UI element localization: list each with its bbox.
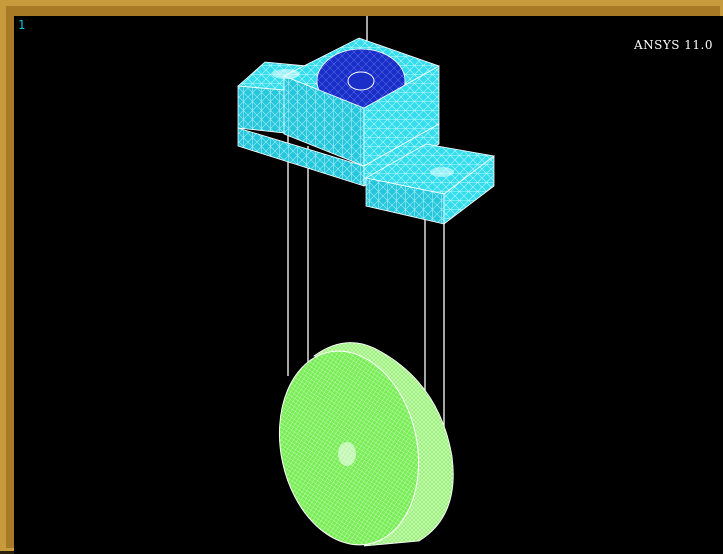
right-ear-hole-highlight: [430, 167, 454, 177]
graphics-viewport[interactable]: 1 ANSYS 11.0: [14, 16, 723, 554]
disk-hub-highlight: [338, 442, 356, 466]
suspension-rods: [287, 16, 445, 486]
bracket-block: [237, 37, 495, 225]
mesh-model-view: [237, 16, 495, 547]
bracket-right-ear-side: [443, 155, 495, 225]
window-number: 1: [18, 18, 26, 32]
left-ear-hole-highlight: [272, 69, 300, 79]
disk-body: [278, 342, 454, 547]
product-version-label: ANSYS 11.0: [633, 38, 713, 52]
bracket-bore-hole: [347, 71, 375, 91]
